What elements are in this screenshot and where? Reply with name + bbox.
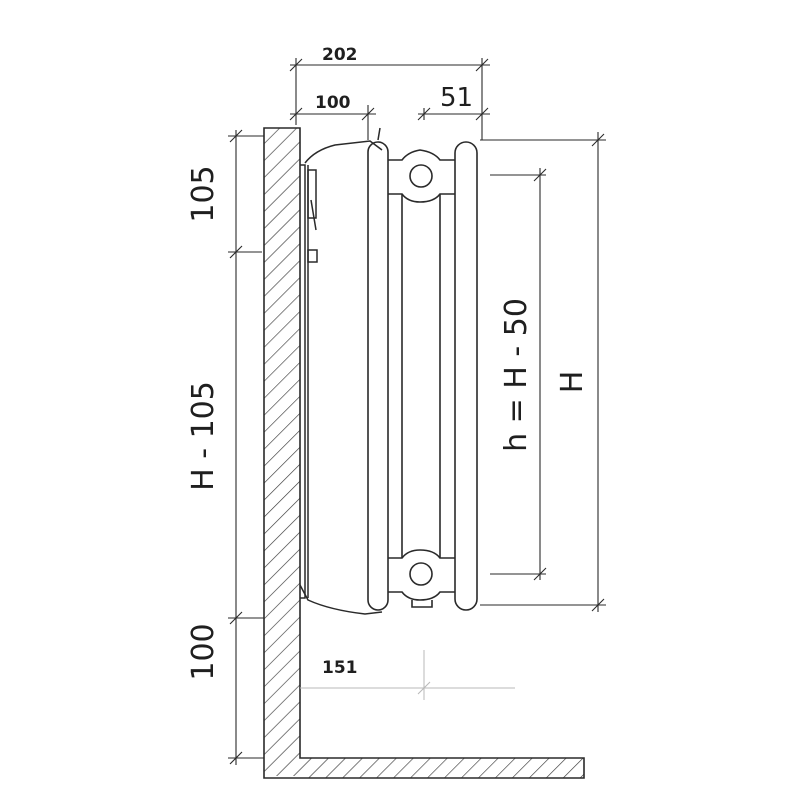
dimension-151-lines — [300, 650, 515, 700]
top-connector-hole — [409, 164, 433, 188]
bracket-tab — [307, 249, 318, 263]
dimension-lines — [228, 58, 606, 765]
dim-51-label: 51 — [440, 83, 473, 113]
bottom-connector-hole — [409, 562, 433, 586]
dim-h-minus-105-label: H - 105 — [186, 381, 221, 491]
radiator-front-panel — [367, 141, 389, 611]
dim-151-label: 151 — [322, 658, 358, 678]
dim-105-label: 105 — [186, 165, 221, 222]
bottom-valve — [411, 600, 433, 608]
radiator — [367, 141, 478, 611]
bracket-clip — [307, 169, 317, 219]
wall-hatch — [264, 128, 300, 776]
dim-H-label: H — [555, 371, 590, 394]
bottom-connector — [388, 549, 455, 601]
dim-100-top-label: 100 — [315, 93, 351, 113]
wall-bracket — [299, 127, 383, 615]
dim-202-label: 202 — [322, 45, 358, 65]
top-connector — [388, 149, 455, 203]
dim-100-bottom-label: 100 — [186, 623, 221, 680]
floor-hatch — [300, 758, 584, 778]
dim-h-label: h = H - 50 — [499, 298, 534, 452]
wall-outline — [263, 127, 585, 779]
wall-and-floor — [263, 127, 585, 779]
radiator-rear-panel — [454, 141, 478, 611]
